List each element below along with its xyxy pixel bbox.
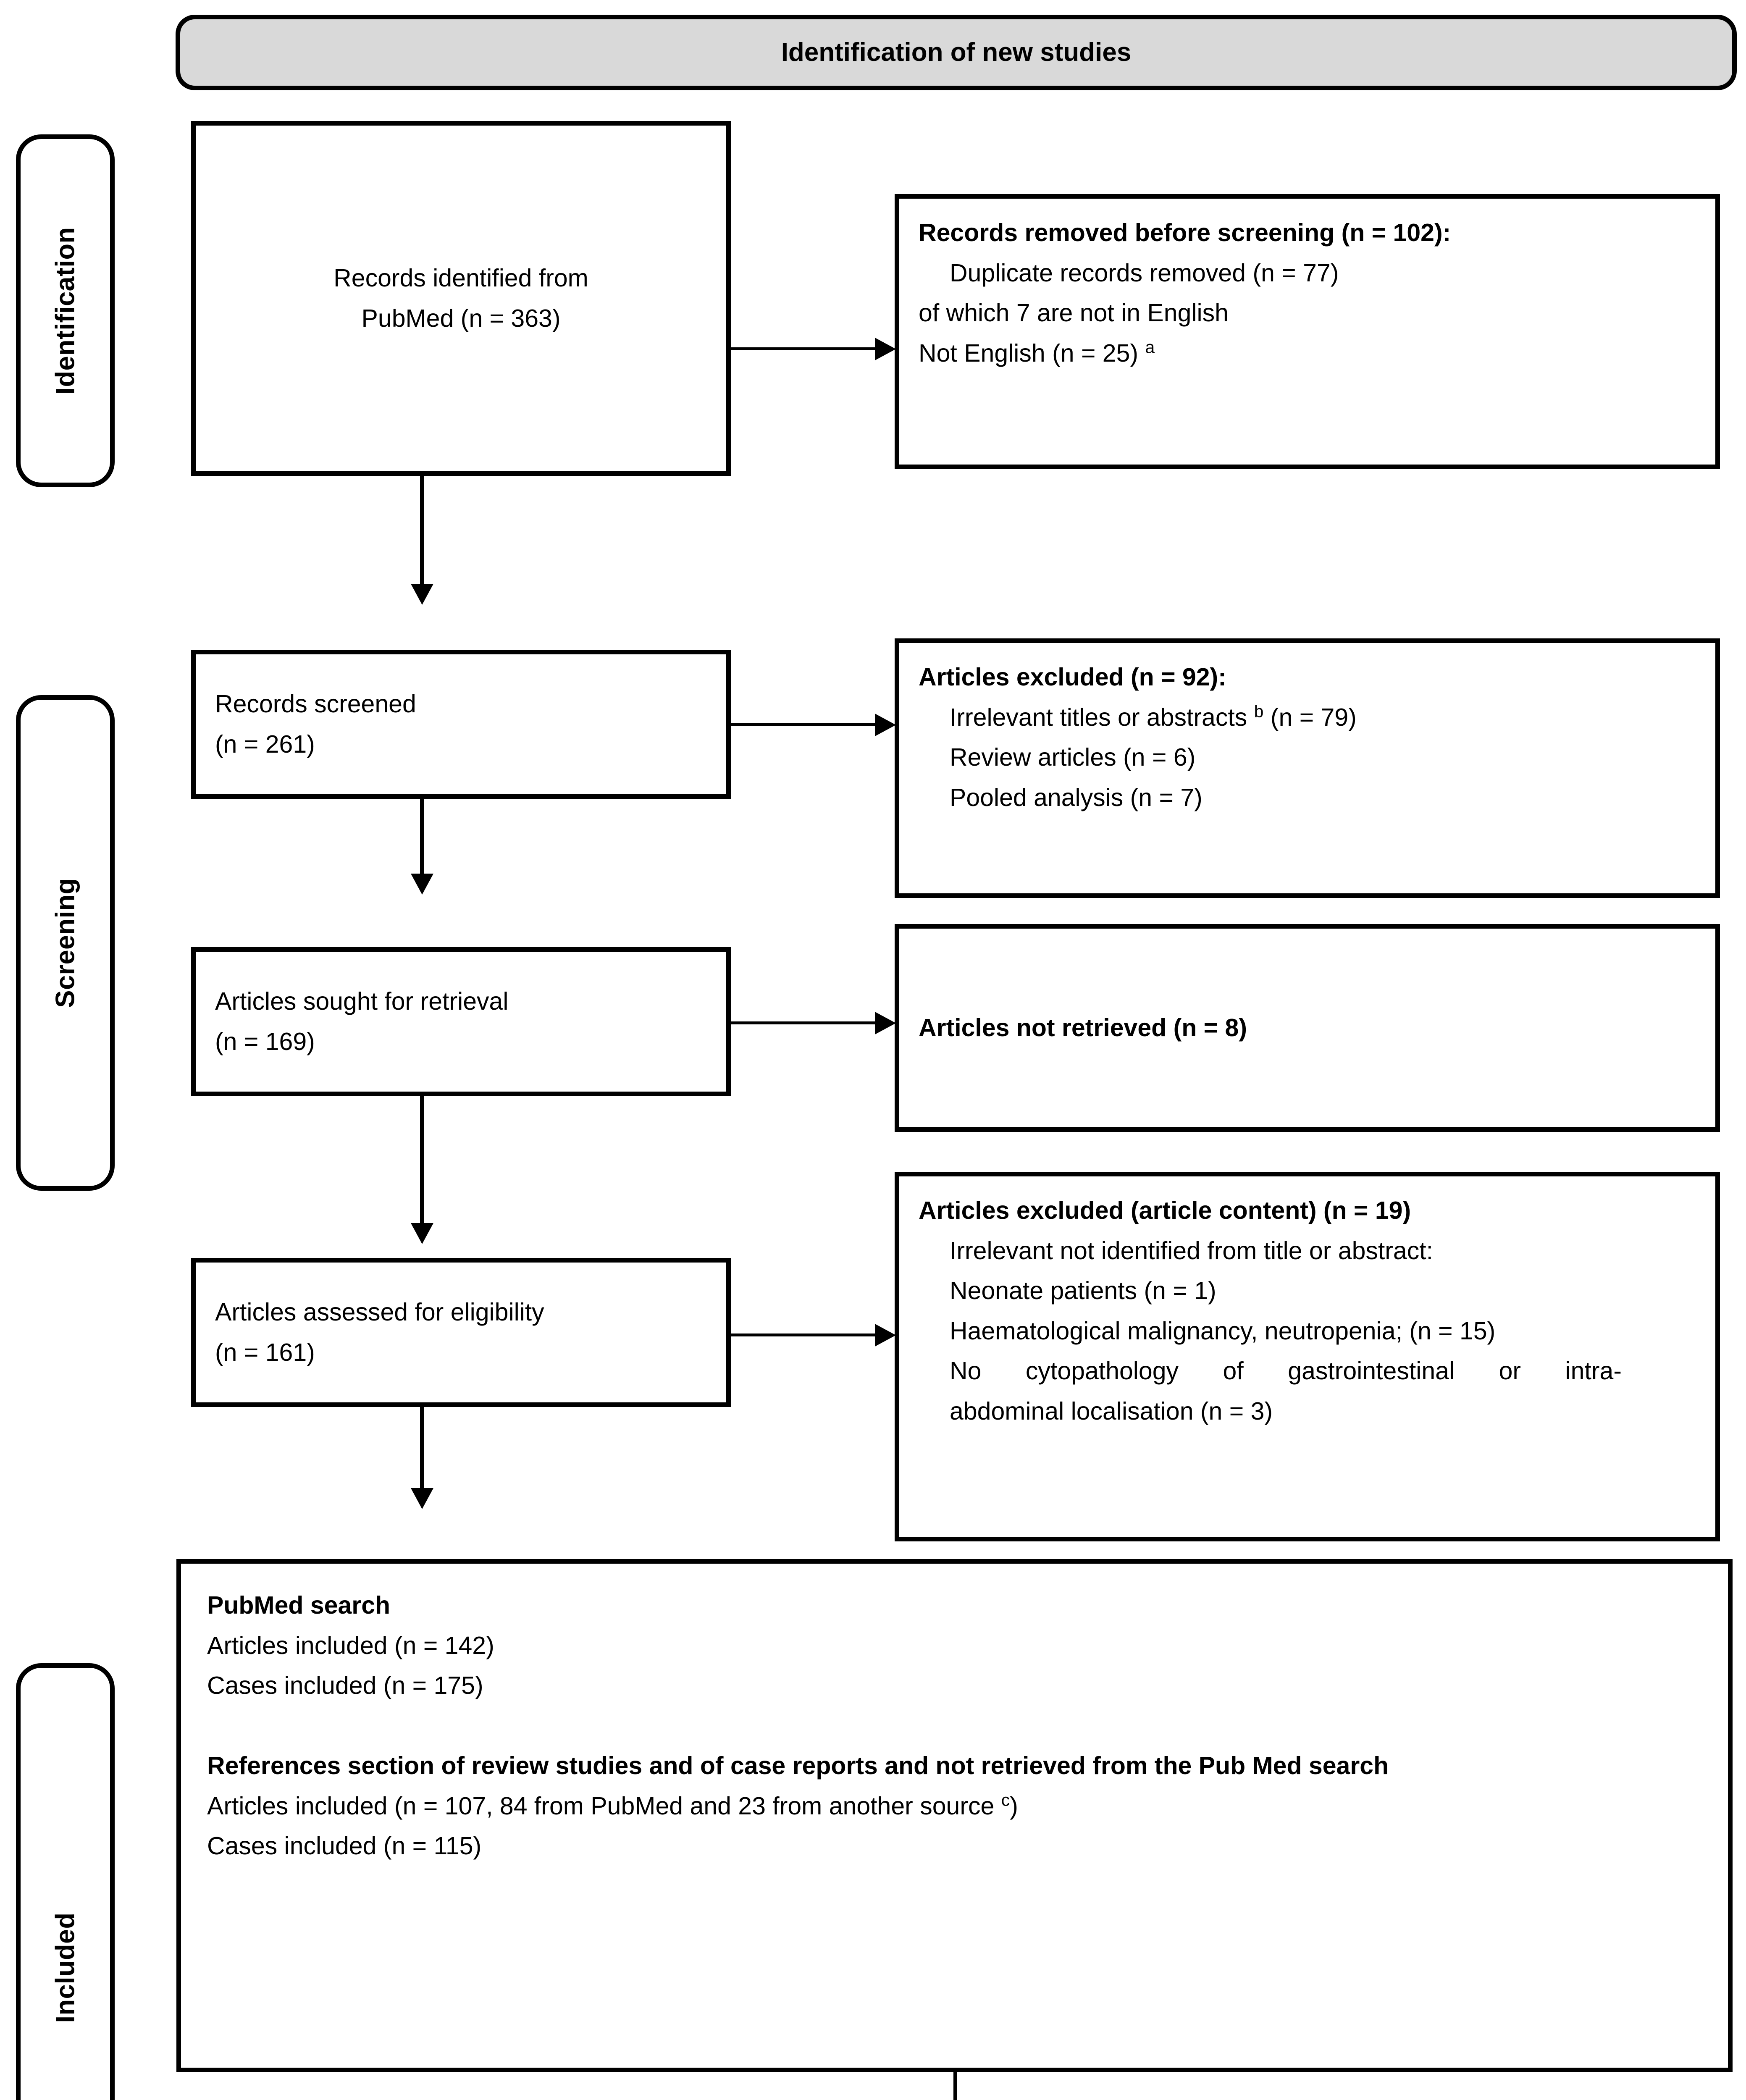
connector-sought-to-assessed-line — [420, 1096, 424, 1226]
included-references-articles-post: ) — [1010, 1792, 1018, 1820]
box-articles-excluded-content: Articles excluded (article content) (n =… — [895, 1172, 1720, 1541]
phase-label-identification: Identification — [50, 227, 80, 395]
included-references-articles: Articles included (n = 107, 84 from PubM… — [207, 1786, 1702, 1827]
phase-label-included: Included — [50, 1912, 80, 2023]
box-records-removed: Records removed before screening (n = 10… — [895, 194, 1720, 469]
connector-assessed-to-included-line — [420, 1407, 424, 1491]
articles-excluded-content-line-1: Irrelevant not identified from title or … — [950, 1236, 1434, 1265]
connector-sought-to-notretrieved-line — [731, 1021, 890, 1024]
included-pubmed-articles: Articles included (n = 142) — [207, 1631, 494, 1659]
articles-excluded-content-line-5: abdominal localisation (n = 3) — [950, 1397, 1273, 1425]
connector-assessed-to-included-arrow — [411, 1488, 433, 1509]
articles-excluded-screening-line-3: Pooled analysis (n = 7) — [950, 783, 1203, 811]
articles-excluded-screening-line-2: Review articles (n = 6) — [950, 743, 1196, 772]
articles-excluded-content-line-2: Neonate patients (n = 1) — [950, 1277, 1216, 1305]
box-records-identified: Records identified from PubMed (n = 363) — [191, 121, 731, 476]
included-pubmed-cases: Cases included (n = 175) — [207, 1672, 483, 1700]
records-removed-heading: Records removed before screening (n = 10… — [919, 219, 1451, 247]
connector-identified-to-screened-line — [420, 476, 424, 587]
connector-screened-to-excluded-line — [731, 723, 890, 726]
box-included-summary: PubMed search Articles included (n = 142… — [176, 1559, 1733, 2072]
phase-label-screening: Screening — [50, 878, 80, 1008]
records-identified-line-1: Records identified from — [333, 264, 588, 292]
connector-included-to-total-line — [953, 2072, 957, 2100]
connector-sought-to-notretrieved-arrow — [875, 1012, 896, 1034]
included-references-cases: Cases included (n = 115) — [207, 1832, 482, 1860]
articles-excluded-screening-line-1-pre: Irrelevant titles or abstracts — [950, 703, 1254, 731]
articles-sought-line-1: Articles sought for retrieval — [215, 987, 509, 1015]
banner-title: Identification of new studies — [781, 38, 1132, 67]
articles-excluded-content-heading: Articles excluded (article content) (n =… — [919, 1197, 1411, 1224]
records-screened-line-2: (n = 261) — [215, 730, 315, 758]
articles-not-retrieved-heading: Articles not retrieved (n = 8) — [919, 1013, 1247, 1042]
articles-excluded-content-line-4: No cytopathology of gastrointestinal or … — [950, 1357, 1622, 1385]
connector-screened-to-sought-line — [420, 799, 424, 877]
articles-excluded-screening-line-1-post: (n = 79) — [1263, 703, 1357, 731]
articles-excluded-screening-line-1-superscript: b — [1254, 701, 1264, 721]
connector-identified-to-screened-arrow — [411, 584, 433, 605]
box-articles-excluded-screening: Articles excluded (n = 92): Irrelevant t… — [895, 638, 1720, 898]
records-removed-line-1: Duplicate records removed (n = 77) — [950, 259, 1339, 287]
records-identified-line-2: PubMed (n = 363) — [361, 304, 561, 332]
phase-pill-included: Included — [16, 1663, 115, 2100]
records-removed-line-2: of which 7 are not in English — [919, 299, 1229, 327]
phase-pill-screening: Screening — [16, 695, 115, 1191]
box-articles-assessed: Articles assessed for eligibility (n = 1… — [191, 1258, 731, 1407]
articles-sought-line-2: (n = 169) — [215, 1027, 315, 1055]
included-references-articles-superscript: c — [1001, 1790, 1010, 1810]
connector-sought-to-assessed-arrow — [411, 1223, 433, 1244]
connector-identified-to-removed-line — [731, 347, 890, 350]
box-articles-not-retrieved: Articles not retrieved (n = 8) — [895, 924, 1720, 1132]
articles-excluded-screening-heading: Articles excluded (n = 92): — [919, 663, 1226, 691]
articles-assessed-line-2: (n = 161) — [215, 1338, 315, 1366]
articles-excluded-screening-line-1: Irrelevant titles or abstracts b (n = 79… — [919, 698, 1696, 738]
included-references-heading: References section of review studies and… — [207, 1752, 1389, 1780]
connector-assessed-to-excludedcontent-arrow — [875, 1324, 896, 1347]
connector-identified-to-removed-arrow — [875, 338, 896, 360]
included-references-articles-pre: Articles included (n = 107, 84 from PubM… — [207, 1792, 1001, 1820]
included-pubmed-heading: PubMed search — [207, 1591, 391, 1619]
header-banner: Identification of new studies — [176, 15, 1737, 90]
records-removed-line-3: Not English (n = 25) a — [919, 333, 1696, 374]
records-removed-line-3-superscript: a — [1145, 337, 1155, 357]
connector-assessed-to-excludedcontent-line — [731, 1334, 890, 1336]
articles-assessed-line-1: Articles assessed for eligibility — [215, 1298, 544, 1326]
records-screened-line-1: Records screened — [215, 690, 416, 718]
box-articles-sought: Articles sought for retrieval (n = 169) — [191, 947, 731, 1096]
records-removed-line-3-text: Not English (n = 25) — [919, 339, 1145, 367]
box-records-screened: Records screened (n = 261) — [191, 650, 731, 799]
connector-screened-to-excluded-arrow — [875, 714, 896, 736]
phase-pill-identification: Identification — [16, 134, 115, 487]
connector-screened-to-sought-arrow — [411, 874, 433, 895]
articles-excluded-content-line-3: Haematological malignancy, neutropenia; … — [950, 1317, 1496, 1345]
